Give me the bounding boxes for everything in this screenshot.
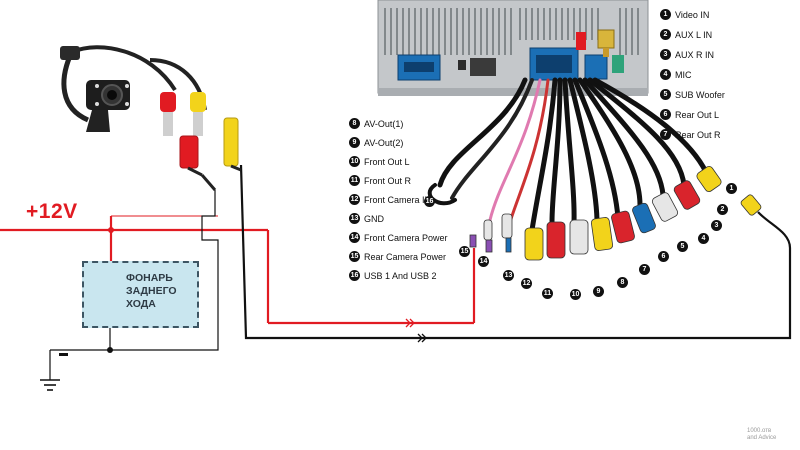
lamp-label-line: ЗАДНЕГО [126, 285, 177, 297]
legend-number: 11 [349, 175, 360, 186]
legend-label: GND [364, 213, 384, 224]
legend-item: 16 USB 1 And USB 2 [349, 270, 437, 281]
legend-number: 8 [349, 118, 360, 129]
legend-label: Rear Out L [675, 109, 720, 120]
legend-item: 2 AUX L IN [660, 29, 712, 40]
ground-icon [40, 379, 60, 391]
legend-item: 15 Rear Camera Power [349, 251, 446, 262]
connector-number: 13 [503, 270, 514, 281]
legend-label: MIC [675, 69, 692, 80]
head-unit-icon [377, 0, 649, 96]
connector-number: 9 [593, 286, 604, 297]
ground-wires [49, 190, 219, 380]
connector-number: 16 [424, 196, 435, 207]
legend-item: 3 AUX R IN [660, 49, 714, 60]
legend-number: 14 [349, 232, 360, 243]
legend-label: Rear Camera Power [364, 251, 447, 262]
legend-label: SUB Woofer [675, 89, 725, 100]
legend-item: 7 Rear Out R [660, 129, 721, 140]
connector-number: 3 [711, 220, 722, 231]
legend-label: Rear Out R [675, 129, 721, 140]
connector-number: 8 [617, 277, 628, 288]
power-wire [0, 216, 476, 325]
legend-item: 4 MIC [660, 69, 692, 80]
legend-number: 1 [660, 9, 671, 20]
legend-label: AV-Out(1) [364, 118, 404, 129]
legend-item: 14 Front Camera Power [349, 232, 448, 243]
legend-label: AUX R IN [675, 49, 715, 60]
legend-number: 15 [349, 251, 360, 262]
legend-item: 12 Front Camera IN [349, 194, 431, 205]
legend-number: 16 [349, 270, 360, 281]
legend-item: 5 SUB Woofer [660, 89, 725, 100]
connector-number: 12 [521, 278, 532, 289]
rca-plugs [469, 165, 762, 261]
connector-number: 2 [717, 204, 728, 215]
legend-number: 3 [660, 49, 671, 60]
junction-dots [107, 227, 114, 353]
legend-number: 2 [660, 29, 671, 40]
rear-camera-icon [60, 45, 242, 191]
legend-label: AV-Out(2) [364, 137, 404, 148]
legend-label: Front Camera IN [364, 194, 432, 205]
legend-number: 13 [349, 213, 360, 224]
lamp-label-line: ХОДА [126, 298, 156, 310]
legend-item: 10 Front Out L [349, 156, 410, 167]
legend-label: USB 1 And USB 2 [364, 270, 437, 281]
arrow-icon [405, 318, 427, 343]
lamp-label: ФОНАРЬ ЗАДНЕГО ХОДА [126, 272, 192, 311]
legend-number: 4 [660, 69, 671, 80]
connector-number: 15 [459, 246, 470, 257]
legend-item: 1 Video IN [660, 9, 709, 20]
legend-number: 9 [349, 137, 360, 148]
legend-label: Front Out L [364, 156, 410, 167]
legend-number: 6 [660, 109, 671, 120]
legend-label: Front Out R [364, 175, 412, 186]
ground-minus-sign [59, 353, 68, 356]
legend-label: AUX L IN [675, 29, 713, 40]
lamp-label-line: ФОНАРЬ [126, 272, 173, 284]
connector-number: 11 [542, 288, 553, 299]
legend-item: 11 Front Out R [349, 175, 411, 186]
legend-number: 10 [349, 156, 360, 167]
legend-number: 7 [660, 129, 671, 140]
connector-number: 4 [698, 233, 709, 244]
watermark-line: and Advice [747, 435, 777, 441]
legend-item: 9 AV-Out(2) [349, 137, 403, 148]
connector-number: 10 [570, 289, 581, 300]
connector-number: 7 [639, 264, 650, 275]
watermark: 1000.отв and Advice [747, 428, 776, 442]
watermark-line: 1000.отв [747, 428, 772, 434]
legend-label: Front Camera Power [364, 232, 448, 243]
legend-number: 12 [349, 194, 360, 205]
connector-number: 14 [478, 256, 489, 267]
connector-number: 6 [658, 251, 669, 262]
connector-number: 5 [677, 241, 688, 252]
legend-number: 5 [660, 89, 671, 100]
connector-number: 1 [726, 183, 737, 194]
legend-item: 13 GND [349, 213, 384, 224]
wire-harness [427, 77, 709, 233]
reverse-lamp-box [82, 261, 199, 328]
legend-item: 8 AV-Out(1) [349, 118, 403, 129]
legend-item: 6 Rear Out L [660, 109, 719, 120]
legend-label: Video IN [675, 9, 710, 20]
video-wire [239, 164, 792, 340]
voltage-label: +12V [26, 200, 78, 223]
